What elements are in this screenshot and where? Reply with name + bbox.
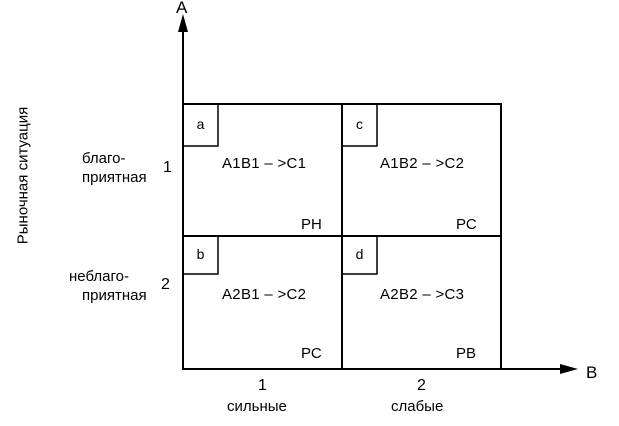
cell-d-corner-label: d [355,246,364,262]
cell-d-tag: РВ [456,345,477,362]
corner-box-d [341,235,378,275]
row-1-label-line1: благо- [82,150,126,167]
column-2-label: слабые [391,398,444,415]
row-2-number: 2 [161,276,170,293]
cell-a-tag: РН [301,216,322,233]
column-1-number: 1 [258,377,267,394]
row-1-label-line2: приятная [82,169,147,186]
y-axis-title: Рыночная ситуация [14,106,32,245]
cell-b-tag: РС [301,345,322,362]
x-axis-arrowhead [560,364,578,374]
corner-box-c [341,103,378,147]
cell-d-formula: A2B2 – >C3 [380,286,465,303]
cell-b-corner-label: b [196,246,205,262]
cell-c-corner-label: c [356,116,363,132]
column-1-label: сильные [227,398,287,415]
corner-box-b [182,235,219,275]
cell-a-corner-label: a [196,116,205,132]
row-1-number: 1 [163,159,172,176]
y-axis-name: A [176,0,188,17]
row-2-label-line2: приятная [82,287,147,304]
column-2-number: 2 [417,377,426,394]
cell-b-formula: A2B1 – >C2 [222,286,307,303]
row-2-label-line1: неблаго- [69,268,129,285]
x-axis-name: B [586,363,598,382]
cell-c-tag: РС [456,216,477,233]
corner-box-a [182,103,219,147]
row-1-label: благо- приятная [82,149,147,187]
cell-c-formula: A1B2 – >C2 [380,155,465,172]
cell-a-formula: A1B1 – >C1 [222,155,307,172]
row-2-label: неблаго- приятная [69,267,147,305]
y-axis-arrowhead [178,14,188,32]
